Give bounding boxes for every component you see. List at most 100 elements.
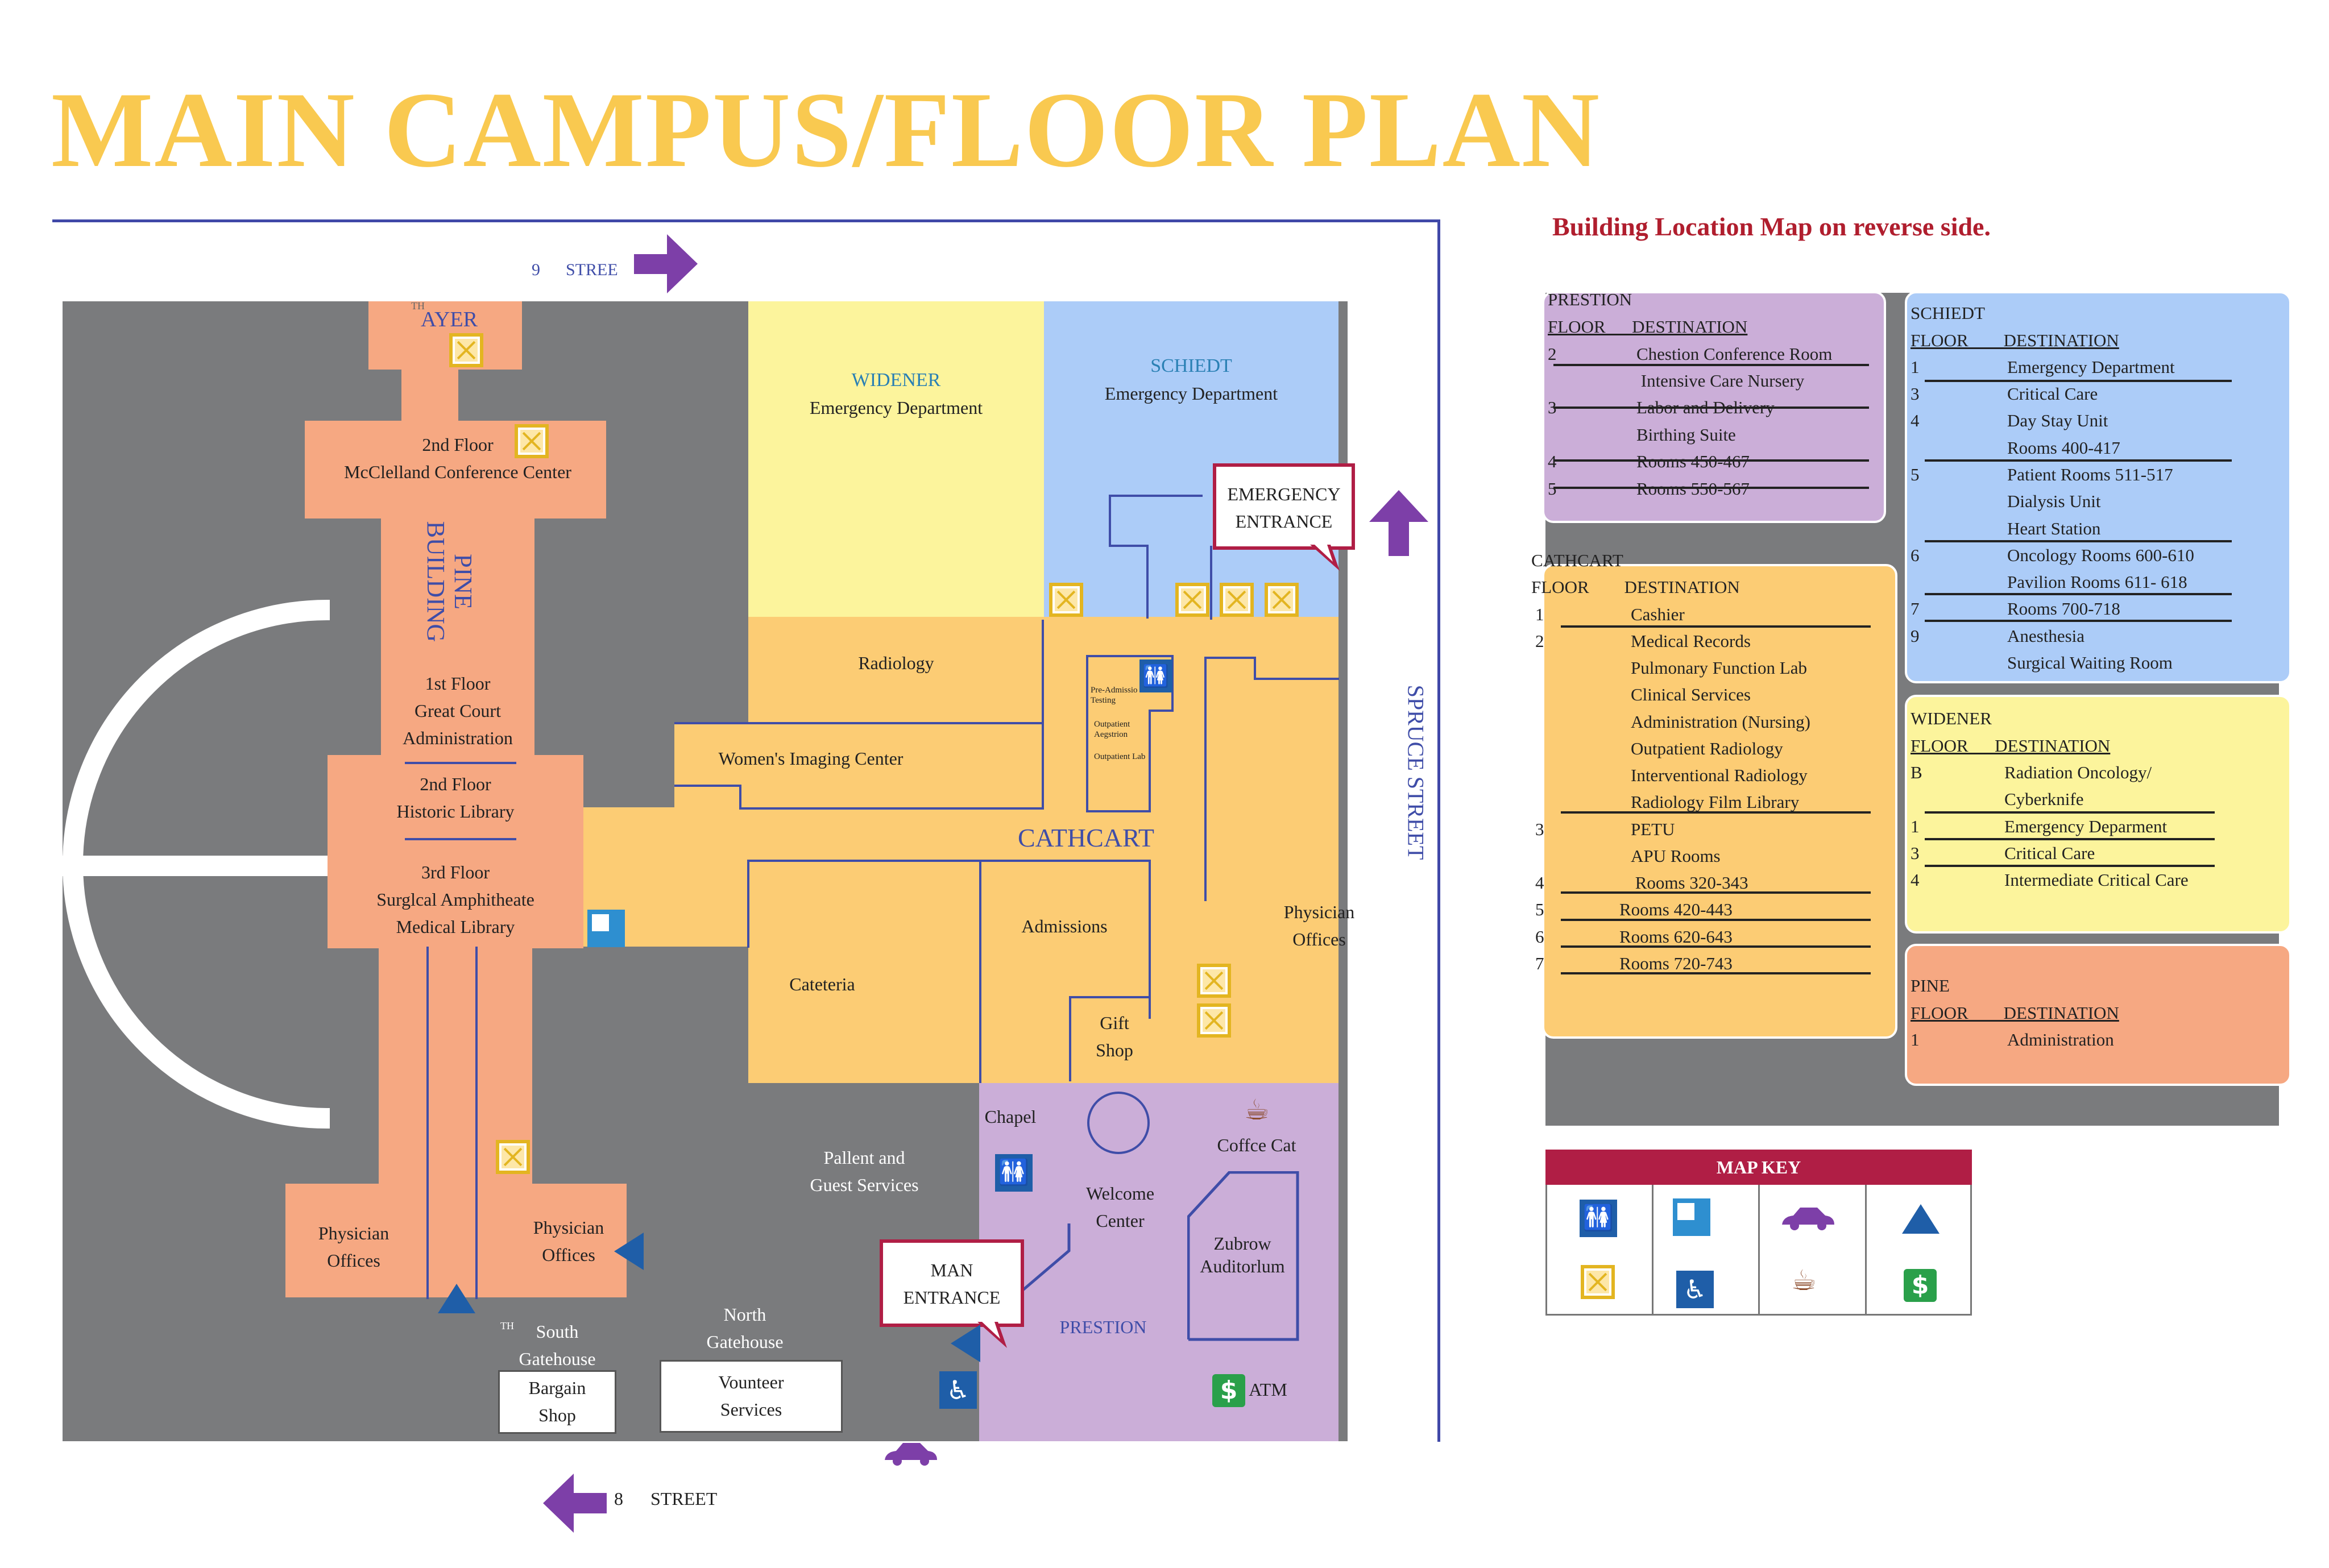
th-sup: TH [411,300,425,312]
elevator-icon [587,910,625,947]
cathcart-destination: PETU [1631,819,1675,839]
welcome-center-2: Center [1096,1210,1145,1231]
divider [1925,380,2232,382]
pine-surgical-amphitheatre: Surglcal Amphitheate [376,889,534,910]
stairs-icon [1175,583,1209,617]
restroom-icon: 🚻 [995,1154,1033,1192]
radiology-label: Radiology [858,653,934,673]
accessible-icon: ♿ [939,1371,977,1409]
restroom-icon: 🚻 [1139,659,1172,692]
schiedt-destination: Patient Rooms 511-517 [2007,464,2173,484]
stairs-icon [515,424,549,458]
schiedt-floor: 4 [1911,410,1920,430]
north-gatehouse-1: North [723,1304,766,1325]
stairs-icon [1265,583,1299,617]
prestion-destination: Birthing Suite [1636,425,1736,445]
driveway [63,600,330,1129]
wall [475,947,478,1299]
pine-physician-right-2: Offices [542,1245,595,1265]
zubrow-2: Auditorlum [1200,1256,1285,1276]
widener-destination: Radiation Oncology/ [2004,762,2152,782]
schiedt-destination: Dialysis Unit [2007,491,2101,511]
testing-label: Testing [1091,696,1116,705]
atm-icon: $ [1212,1374,1245,1407]
main-entrance-1: MAN [930,1260,973,1280]
cathcart-floor: 3 [1535,819,1544,839]
wall [1254,657,1256,679]
wall [1146,545,1149,619]
prestion-building [979,1083,1338,1441]
schiedt-directory-panel [1905,291,2291,683]
divider [1561,945,1871,948]
cathcart-floor: 6 [1535,927,1544,947]
street-9th-label: 9 STREE [532,260,618,279]
pine-building-label: PINE BUILDING [422,521,477,642]
pine-2nd-floor-b: 2nd Floor [420,774,491,794]
schiedt-destination: Rooms 700-718 [2007,599,2120,619]
wall [1109,495,1203,497]
divider [1561,891,1871,894]
palliative-1: Pallent and [823,1147,905,1168]
divider [1561,811,1871,814]
map-key-cell-divider [1865,1185,1867,1316]
chapel-label: Chapel [984,1106,1037,1127]
stairs-icon [1220,583,1254,617]
accessible-icon: ♿ [1676,1271,1714,1308]
atm-icon: $ [1904,1269,1937,1302]
divider [1925,620,2232,622]
divider [1561,972,1871,974]
widener-building [748,301,1044,620]
atm-label: ATM [1249,1379,1287,1400]
wall [1086,655,1171,657]
wall [1149,710,1174,712]
schiedt-destination: Oncology Rooms 600-610 [2007,545,2194,565]
pine-physician-right-1: Physician [533,1217,604,1238]
prestion-dir-header: FLOOR DESTINATION [1548,317,1748,337]
cathcart-destination: Rooms 320-343 [1631,873,1748,893]
pine-physician-wing [285,1184,627,1297]
pine-dir-header: FLOOR DESTINATION [1911,1003,2119,1023]
cathcart-floor: 5 [1535,899,1544,919]
cathcart-floor: 7 [1535,953,1544,973]
pine-spine [381,517,534,756]
cathcart-floor: 2 [1535,631,1544,651]
widener-floor: 4 [1911,870,1920,890]
widener-ed-label: Emergency Department [809,397,983,418]
th-sup-south: TH [500,1320,514,1331]
reverse-side-note: Building Location Map on reverse side. [1552,212,1991,241]
cathcart-dir-header: FLOOR DESTINATION [1531,577,1740,597]
wall [405,838,516,840]
wall [426,947,429,1299]
wall [1204,657,1207,901]
parking-car-icon [1782,1208,1834,1230]
widener-destination: Emergency Deparment [2004,816,2168,836]
divider [1925,459,2232,462]
gift-shop-2: Shop [1096,1040,1133,1060]
cathcart-destination: Rooms 620-643 [1619,927,1733,947]
pine-neck [401,367,458,424]
schiedt-floor: 3 [1911,384,1920,404]
widener-dir-name: WIDENER [1911,708,1992,728]
path-line [1018,1223,1071,1295]
emergency-entrance-2: ENTRANCE [1235,511,1333,532]
restroom-icon: 🚻 [1580,1200,1617,1237]
schiedt-building [1044,301,1338,620]
outpatient-reg-2: Aegstrion [1094,730,1128,739]
emergency-entrance-callout: EMERGENCY ENTRANCE [1213,463,1355,550]
pine-3rd-floor: 3rd Floor [421,862,490,882]
main-entrance-2: ENTRANCE [903,1287,1001,1308]
cathcart-destination: Clinical Services [1631,685,1751,704]
pine-physician-left-1: Physician [318,1223,389,1243]
street-8th-label: 8 STREET [614,1488,718,1509]
palliative-2: Guest Services [810,1175,919,1195]
outpatient-lab-label: Outpatient Lab [1094,752,1146,761]
pine-historic-library: Historic Library [396,801,515,822]
cathcart-destination: Radiology Film Library [1631,792,1800,812]
zubrow-1: Zubrow [1213,1233,1271,1254]
prestion-dir-name: PRESTION [1548,289,1632,309]
schiedt-destination: Pavilion Rooms 611- 618 [2007,572,2187,592]
cathcart-destination: Rooms 720-743 [1619,953,1733,973]
cathcart-floor: 4 [1535,873,1544,893]
coffee-icon: ☕ [1791,1264,1817,1297]
schiedt-destination: Emergency Department [2007,357,2175,377]
